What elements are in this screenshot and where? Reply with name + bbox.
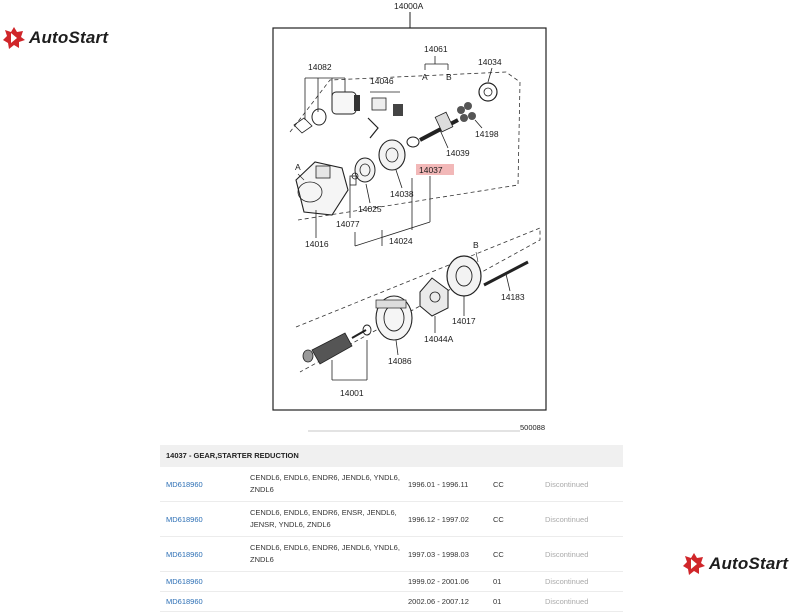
status-text: Discontinued (545, 479, 589, 489)
label-14034[interactable]: 14034 (478, 57, 502, 67)
brand-name: AutoStart (709, 554, 789, 573)
highlight-14037 (416, 164, 454, 175)
diagram-code: 500088 (520, 423, 546, 432)
status-text: Discontinued (545, 549, 589, 559)
table-row: MD618960 1999.02 - 2001.06 01 Discontinu… (160, 572, 623, 592)
table-row: MD618960 CENDL6, ENDL6, ENDR6, JENDL6, Y… (160, 537, 623, 572)
table-row: MD618960 CENDL6, ENDL6, ENDR6, JENDL6, Y… (160, 467, 623, 502)
option-code: 01 (493, 597, 502, 606)
label-14086[interactable]: 14086 (388, 356, 412, 366)
model-list (250, 572, 400, 591)
date-range: 1999.02 - 2001.06 (408, 577, 469, 586)
label-14044A[interactable]: 14044A (424, 334, 454, 344)
label-14046[interactable]: 14046 (370, 76, 394, 86)
starter-motor-diagram: 14000A 14061 A B 14034 14082 14046 (236, 1, 547, 411)
label-B: B (446, 72, 452, 82)
autostart-logo-icon (683, 553, 705, 575)
label-14061[interactable]: 14061 (424, 44, 448, 54)
brand-name: AutoStart (29, 28, 109, 47)
option-code: CC (493, 479, 504, 489)
parts-table: 14037 - GEAR,STARTER REDUCTION MD618960 … (160, 445, 623, 612)
label-14038[interactable]: 14038 (390, 189, 414, 199)
autostart-logo[interactable]: AutoStart (2, 26, 108, 50)
label-14016[interactable]: 14016 (305, 239, 329, 249)
label-A-small: A (295, 162, 301, 172)
status-text: Discontinued (545, 577, 589, 586)
parts-table-header: 14037 - GEAR,STARTER REDUCTION (160, 445, 623, 467)
date-range: 2002.06 - 2007.12 (408, 597, 469, 606)
model-list: CENDL6, ENDL6, ENDR6, ENSR, JENDL6, JENS… (250, 508, 397, 529)
part-number-link[interactable]: MD618960 (166, 549, 203, 559)
status-text: Discontinued (545, 597, 589, 606)
label-14025[interactable]: 14025 (358, 204, 382, 214)
label-14037[interactable]: 14037 (419, 165, 443, 175)
model-list: CENDL6, ENDL6, ENDR6, JENDL6, YNDL6, ZND… (250, 543, 400, 564)
model-list (250, 592, 400, 611)
option-code: 01 (493, 577, 502, 586)
label-14082[interactable]: 14082 (308, 62, 332, 72)
parts-diagram: 14000A 14061 A B 14034 14082 14046 (236, 0, 560, 435)
label-14183[interactable]: 14183 (501, 292, 525, 302)
table-row: MD618960 2002.06 - 2007.12 01 Discontinu… (160, 592, 623, 612)
date-range: 1996.01 - 1996.11 (408, 479, 469, 489)
autostart-logo-icon (3, 27, 25, 49)
part-number-link[interactable]: MD618960 (166, 577, 203, 586)
label-B-small: B (473, 240, 479, 250)
date-range: 1996.12 - 1997.02 (408, 514, 469, 524)
label-14024[interactable]: 14024 (389, 236, 413, 246)
part-number-link[interactable]: MD618960 (166, 479, 203, 489)
table-row: MD618960 CENDL6, ENDL6, ENDR6, ENSR, JEN… (160, 502, 623, 537)
autostart-logo-footer[interactable]: AutoStart (682, 552, 788, 576)
diagram-divider (308, 430, 520, 432)
status-text: Discontinued (545, 514, 589, 524)
label-14198[interactable]: 14198 (475, 129, 499, 139)
part-number-link[interactable]: MD618960 (166, 514, 203, 524)
option-code: CC (493, 514, 504, 524)
label-14001[interactable]: 14001 (340, 388, 364, 398)
label-14039[interactable]: 14039 (446, 148, 470, 158)
label-14077[interactable]: 14077 (336, 219, 360, 229)
option-code: CC (493, 549, 504, 559)
date-range: 1997.03 - 1998.03 (408, 549, 469, 559)
label-A: A (422, 72, 428, 82)
label-14017[interactable]: 14017 (452, 316, 476, 326)
model-list: CENDL6, ENDL6, ENDR6, JENDL6, YNDL6, ZND… (250, 473, 400, 494)
part-number-link[interactable]: MD618960 (166, 597, 203, 606)
assembly-label: 14000A (394, 1, 424, 11)
